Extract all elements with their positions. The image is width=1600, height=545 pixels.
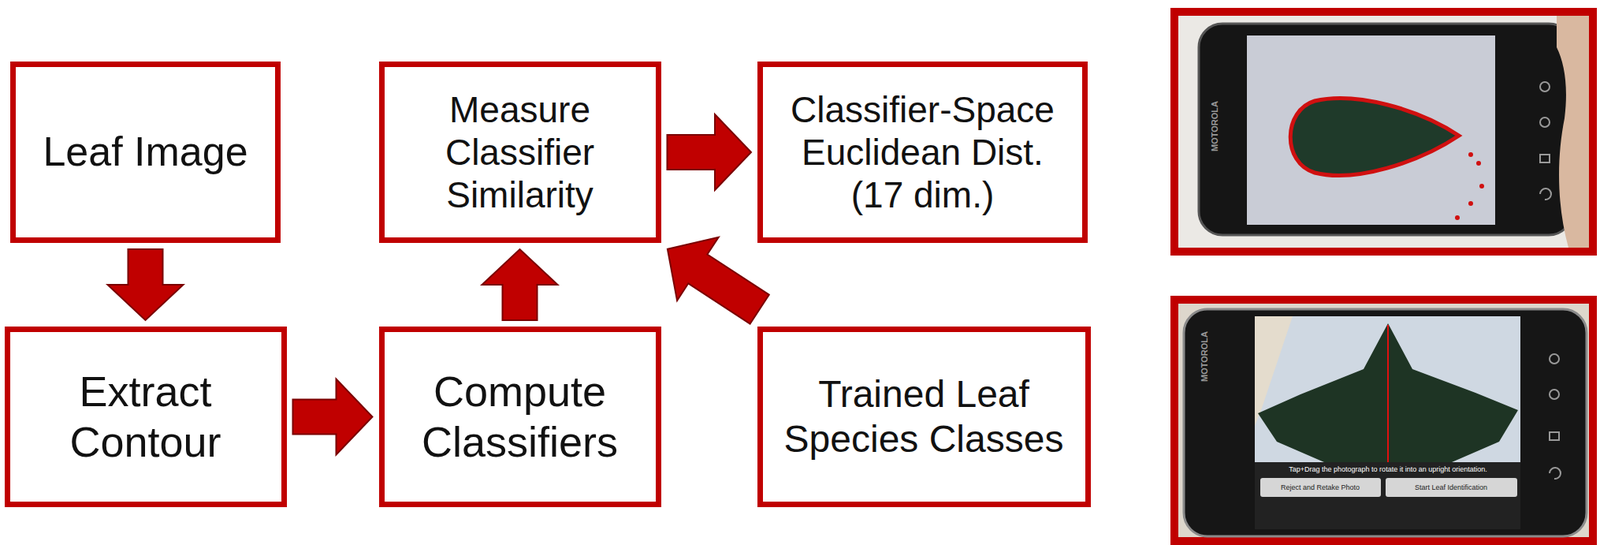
block-arrow bbox=[107, 249, 184, 320]
contour-dot bbox=[1479, 183, 1485, 189]
screen-button bbox=[1385, 477, 1518, 497]
box-label: Leaf Image bbox=[42, 127, 248, 176]
phone-screen bbox=[1254, 316, 1521, 529]
phone-button bbox=[1540, 117, 1550, 127]
box-label: Compute Classifiers bbox=[394, 366, 647, 467]
block-arrow bbox=[293, 379, 373, 455]
phone-screen bbox=[1246, 35, 1496, 225]
process-box: Extract Contour bbox=[4, 326, 287, 507]
box-label: Classifier-Space Euclidean Dist. (17 dim… bbox=[777, 88, 1069, 217]
block-arrow bbox=[482, 249, 559, 320]
box-label: Measure Classifier Similarity bbox=[394, 88, 647, 217]
screen-text: Start Leaf Identification bbox=[1414, 483, 1488, 492]
phone-button bbox=[1549, 431, 1560, 440]
contour-dot bbox=[1468, 200, 1474, 206]
screen-text: Reject and Retake Photo bbox=[1280, 483, 1360, 492]
phone-button bbox=[1549, 467, 1561, 479]
photo-ground bbox=[1178, 303, 1589, 537]
midline bbox=[1387, 324, 1389, 462]
screen-text: MOTOROLA bbox=[1209, 100, 1220, 152]
contour-dot bbox=[1454, 215, 1460, 220]
ivy-leaf bbox=[1257, 323, 1519, 462]
contour-dot bbox=[1476, 160, 1481, 166]
phone-body bbox=[1183, 308, 1587, 536]
block-arrow bbox=[667, 114, 752, 190]
phone-button bbox=[1549, 389, 1560, 399]
screen-button bbox=[1260, 477, 1381, 497]
block-arrow bbox=[667, 237, 770, 324]
process-box: Compute Classifiers bbox=[379, 326, 662, 507]
process-box: Measure Classifier Similarity bbox=[379, 61, 662, 243]
process-box: Classifier-Space Euclidean Dist. (17 dim… bbox=[757, 61, 1088, 243]
contour-dot bbox=[1468, 152, 1474, 157]
box-label: Extract Contour bbox=[19, 366, 272, 467]
hand bbox=[1556, 15, 1589, 248]
box-label: Trained Leaf Species Classes bbox=[772, 372, 1076, 462]
photo-ground bbox=[1178, 15, 1589, 248]
phone-button bbox=[1540, 188, 1552, 200]
photo-frame bbox=[1170, 295, 1597, 545]
leaf-contour bbox=[1290, 98, 1459, 176]
phone-body bbox=[1198, 23, 1573, 235]
phone-button bbox=[1540, 81, 1550, 92]
screen-text: Tap+Drag the photograph to rotate it int… bbox=[1288, 465, 1487, 473]
process-box: Trained Leaf Species Classes bbox=[757, 326, 1091, 507]
phone-button bbox=[1540, 154, 1550, 163]
phone-button bbox=[1549, 353, 1560, 364]
screen-text: MOTOROLA bbox=[1199, 331, 1210, 382]
process-box: Leaf Image bbox=[10, 61, 281, 243]
screen-toolbar bbox=[1254, 461, 1521, 529]
photo-frame bbox=[1170, 7, 1597, 256]
